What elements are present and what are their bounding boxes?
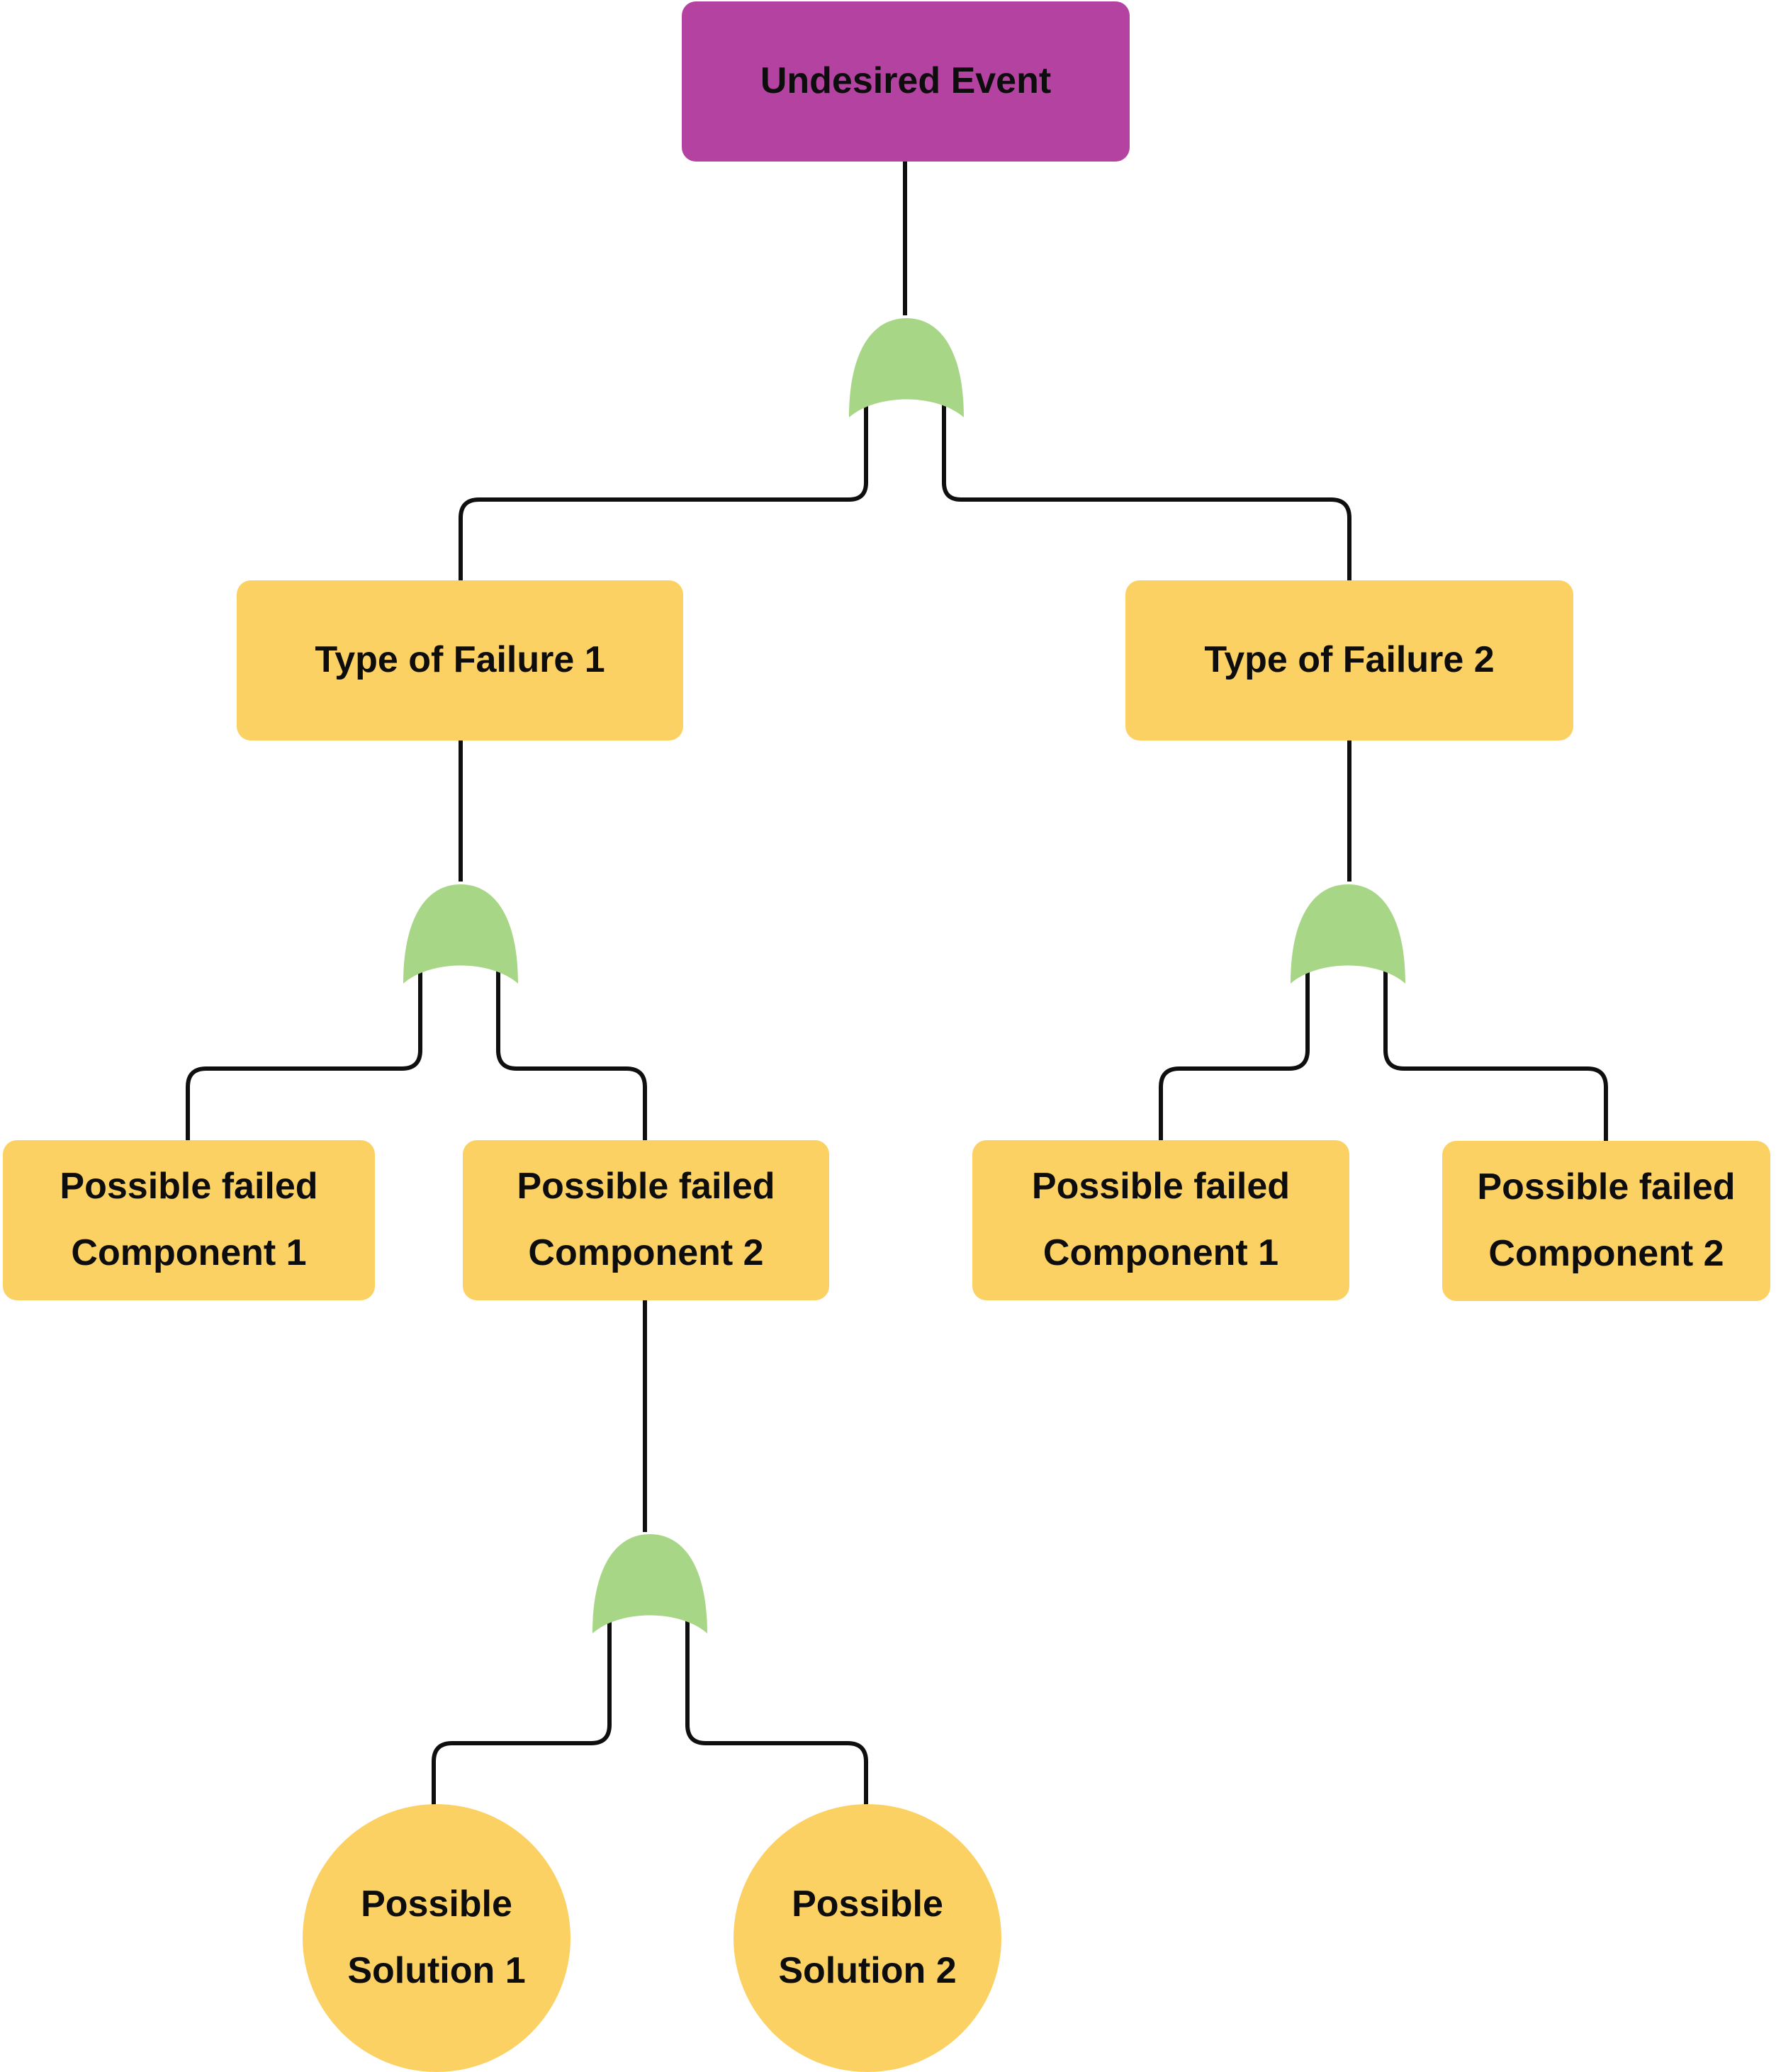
or-gate-icon: [592, 1534, 707, 1633]
node-type-of-failure-1: Type of Failure 1: [237, 580, 683, 741]
connector-gate4-to-solution2: [685, 1601, 868, 1807]
node-failure2-possible-failed-component-2: Possible failed Component 2: [1442, 1141, 1770, 1301]
node-label-line1: Possible failed: [1477, 1166, 1736, 1208]
node-label-line1: Possible failed: [517, 1166, 775, 1207]
connector-gate3-to-component2: [1383, 951, 1608, 1142]
node-label-line1: Possible failed: [60, 1166, 318, 1207]
node-label: Undesired Event: [760, 60, 1052, 102]
node-label-line2: Component 1: [1042, 1232, 1279, 1273]
or-gate-icon: [403, 884, 518, 984]
node-label-line2: Solution 2: [778, 1950, 957, 1991]
connector-gate2-to-component2: [496, 951, 647, 1141]
node-label: Type of Failure 2: [1204, 639, 1495, 681]
connector-gate1-to-failure1: [459, 385, 868, 582]
node-label-line2: Component 2: [1488, 1233, 1724, 1274]
node-failure1-possible-failed-component-1: Possible failed Component 1: [3, 1140, 375, 1300]
node-undesired-event: Undesired Event: [682, 1, 1130, 162]
node-failure1-possible-failed-component-2: Possible failed Component 2: [463, 1140, 829, 1300]
node-label-line1: Possible failed: [1031, 1166, 1291, 1207]
connector-gate4-to-solution1: [432, 1601, 612, 1807]
node-label-line1: Possible: [361, 1884, 512, 1925]
node-label-line2: Component 1: [71, 1232, 307, 1273]
connector-gate1-to-failure2: [942, 385, 1351, 582]
node-label-line2: Solution 1: [347, 1950, 526, 1991]
node-label-line2: Component 2: [528, 1232, 764, 1273]
node-possible-solution-2: Possible Solution 2: [734, 1804, 1001, 2072]
connector-gate2-to-component1: [186, 951, 422, 1141]
node-label: Type of Failure 1: [315, 639, 605, 681]
or-gate-icon: [1291, 884, 1405, 984]
node-possible-solution-1: Possible Solution 1: [303, 1804, 571, 2072]
node-failure2-possible-failed-component-1: Possible failed Component 1: [972, 1140, 1349, 1300]
node-type-of-failure-2: Type of Failure 2: [1125, 580, 1573, 741]
or-gate-icon: [849, 318, 964, 417]
connector-gate3-to-component1: [1159, 951, 1310, 1142]
node-label-line1: Possible: [792, 1884, 943, 1925]
